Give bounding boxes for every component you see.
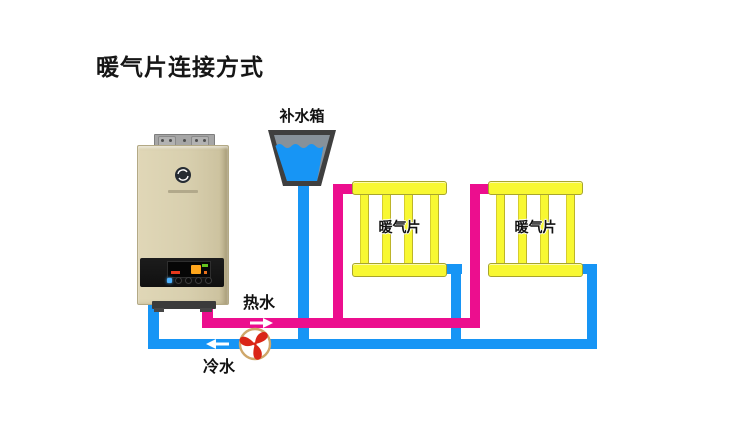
boiler-buttons xyxy=(167,277,212,284)
boiler-pipe-connector xyxy=(200,308,212,312)
radiator-tube xyxy=(496,193,505,265)
radiator-label: 暖气片 xyxy=(378,219,421,235)
boiler-unit xyxy=(137,145,229,305)
radiator1-outlet-pipe-vertical xyxy=(451,264,461,349)
radiator-bottom-header xyxy=(488,263,583,277)
cold-water-label: 冷水 xyxy=(203,359,236,376)
radiator-top-header xyxy=(488,181,583,195)
radiator-tube xyxy=(566,193,575,265)
tank-label: 补水箱 xyxy=(279,108,325,125)
radiator-label: 暖气片 xyxy=(514,219,557,235)
display-segment xyxy=(171,271,180,274)
radiator2-outlet-pipe-vertical xyxy=(587,264,597,349)
page-title: 暖气片连接方式 xyxy=(96,54,264,80)
bracket-hole xyxy=(195,139,198,142)
circulation-pump-icon xyxy=(238,327,272,361)
display-segment xyxy=(204,271,207,274)
hot-pipe-boiler-outlet xyxy=(202,305,213,328)
panel-button xyxy=(195,277,202,284)
cold-flow-arrow-left-icon xyxy=(206,339,229,349)
display-segment xyxy=(202,264,208,267)
boiler-logo-icon xyxy=(175,167,191,183)
panel-button xyxy=(205,277,212,284)
radiator-tube xyxy=(518,193,527,265)
tank-water xyxy=(275,144,324,181)
boiler-display xyxy=(167,261,211,278)
radiator-1: 暖气片 xyxy=(352,181,447,277)
radiator-tube xyxy=(404,193,413,265)
power-indicator-light xyxy=(167,278,172,283)
boiler-pipe-connector xyxy=(154,308,164,312)
radiator-bottom-header xyxy=(352,263,447,277)
radiator-2: 暖气片 xyxy=(488,181,583,277)
radiator2-supply-riser xyxy=(470,184,480,328)
radiator-tube xyxy=(540,193,549,265)
radiator1-supply-stub xyxy=(333,184,354,194)
radiator-tube xyxy=(360,193,369,265)
tank-feed-pipe-vertical xyxy=(298,182,309,349)
hot-flow-arrow-right-icon xyxy=(250,318,273,328)
radiator1-supply-riser xyxy=(333,184,343,328)
boiler-control-panel xyxy=(140,258,224,287)
hot-water-label: 热水 xyxy=(243,295,276,312)
cold-return-pipe-horizontal xyxy=(148,339,597,349)
bracket-hole xyxy=(183,139,186,142)
water-tank xyxy=(268,130,336,186)
boiler-bottom-bracket xyxy=(152,301,216,312)
radiator-top-header xyxy=(352,181,447,195)
bracket-hole xyxy=(161,139,164,142)
radiator-tube xyxy=(382,193,391,265)
radiator-tube xyxy=(430,193,439,265)
radiator2-supply-stub xyxy=(470,184,490,194)
bracket-hole xyxy=(203,139,206,142)
panel-button xyxy=(175,277,182,284)
panel-button xyxy=(185,277,192,284)
display-segment xyxy=(191,265,201,274)
bracket-hole xyxy=(169,139,172,142)
boiler-brand-text xyxy=(168,190,198,193)
cold-pipe-boiler-inlet xyxy=(148,305,159,349)
